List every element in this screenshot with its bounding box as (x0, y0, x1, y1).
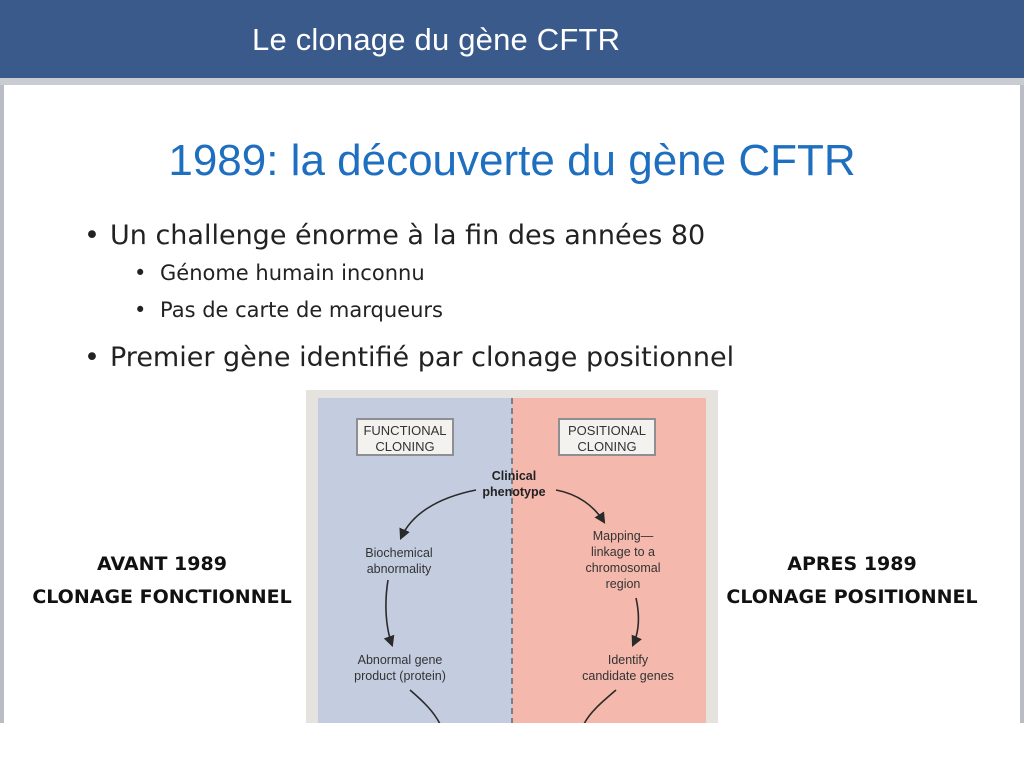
bullet-glyph: • (84, 342, 100, 373)
bullet-text: Pas de carte de marqueurs (160, 298, 443, 322)
label-after-method: CLONAGE POSITIONNEL (726, 586, 978, 608)
bullet-glyph: • (134, 298, 147, 322)
header-divider (0, 78, 1024, 85)
subbullet-markers: • Pas de carte de marqueurs (134, 298, 443, 322)
bottom-whitespace (0, 723, 1024, 768)
arrow-abnormal-continuation (409, 689, 441, 724)
functional-cloning-box: FUNCTIONAL CLONING (356, 418, 454, 456)
bullet-text: Premier gène identifié par clonage posit… (110, 342, 735, 373)
slide-title: 1989: la découverte du gène CFTR (168, 136, 856, 185)
arrow-identify-continuation (583, 689, 617, 724)
bullet-text: Un challenge énorme à la fin des années … (110, 220, 706, 251)
label-after-1989: APRES 1989 CLONAGE POSITIONNEL (712, 548, 992, 614)
arrow-mapping-to-identify (631, 597, 642, 648)
identify-candidate-genes-label: Identify candidate genes (582, 653, 674, 683)
clinical-phenotype-label: Clinical phenotype (482, 469, 546, 499)
subbullet-genome: • Génome humain inconnu (134, 261, 425, 285)
bullet-glyph: • (134, 261, 147, 285)
abnormal-gene-product-label: Abnormal gene product (protein) (354, 653, 446, 683)
header-title: Le clonage du gène CFTR (252, 22, 621, 57)
dashed-divider (511, 398, 513, 724)
arrow-clinical-to-mapping (555, 489, 606, 524)
bullet-positional: • Premier gène identifié par clonage posi… (84, 342, 734, 373)
label-before-1989: AVANT 1989 CLONAGE FONCTIONNEL (22, 548, 302, 614)
bullet-text: Génome humain inconnu (160, 261, 425, 285)
slide-right-border (1020, 85, 1024, 723)
bullet-challenge: • Un challenge énorme à la fin des années… (84, 220, 705, 251)
bullet-glyph: • (84, 220, 100, 251)
header-bar: Le clonage du gène CFTR (0, 0, 1024, 78)
cloning-diagram: FUNCTIONAL CLONING POSITIONAL CLONING Cl… (306, 390, 718, 724)
biochemical-abnormality-label: Biochemical abnormality (365, 546, 433, 576)
label-after-year: APRES 1989 (787, 553, 917, 575)
cycle-arrows (383, 489, 642, 724)
slide-left-border (0, 85, 4, 723)
arrow-biochemical-to-abnormal (383, 579, 395, 648)
mapping-label: Mapping— linkage to a chromosomal region (585, 529, 661, 591)
label-before-year: AVANT 1989 (97, 553, 227, 575)
positional-cloning-box: POSITIONAL CLONING (558, 418, 656, 456)
arrow-clinical-to-biochemical (399, 489, 477, 541)
label-before-method: CLONAGE FONCTIONNEL (32, 586, 292, 608)
